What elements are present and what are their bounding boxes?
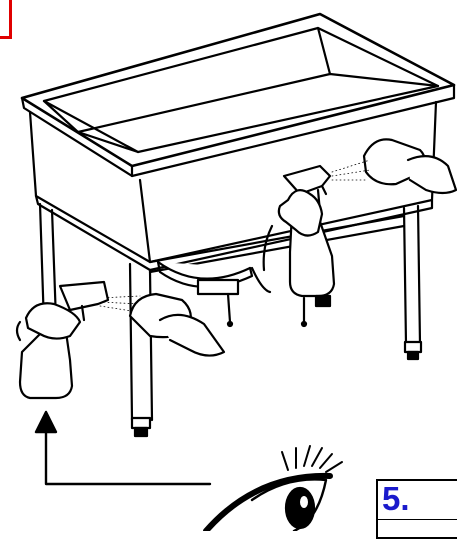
spray-bottle-icon <box>284 166 334 326</box>
spray-bottle-icon-left <box>20 282 108 398</box>
step-underline <box>378 519 457 520</box>
eye-icon <box>206 446 342 531</box>
step-number: 5. <box>382 482 410 515</box>
arrow-up-icon <box>36 412 210 484</box>
hand-icon-center <box>160 315 224 356</box>
hand-icon-right <box>408 156 456 193</box>
